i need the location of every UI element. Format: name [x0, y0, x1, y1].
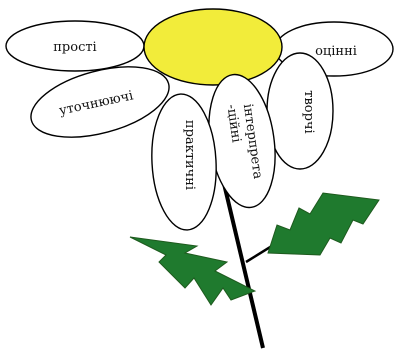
left-leaf — [130, 237, 255, 305]
label-otsinni: оцінні — [315, 44, 357, 59]
petal-tvorchi — [267, 53, 333, 169]
right-leaf — [268, 193, 379, 255]
label-praktychni: практичні — [182, 120, 197, 190]
label-prosti: прості — [53, 40, 96, 55]
label-tvorchi: творчі — [301, 90, 316, 133]
flower-center — [144, 9, 282, 85]
